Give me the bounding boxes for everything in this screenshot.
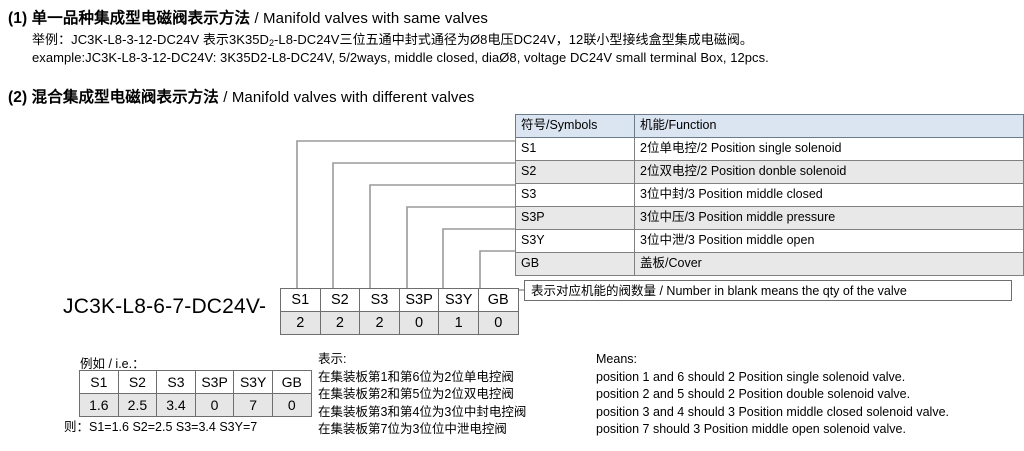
model-value-cell: 2 bbox=[319, 311, 361, 335]
symbol-cell: S3 bbox=[515, 183, 635, 207]
symbols-table-row: S3 3位中封/3 Position middle closed bbox=[515, 183, 1024, 207]
explanation-cn-line: 在集装板第7位为3位位中泄电控阀 bbox=[318, 422, 507, 436]
model-value-cell: 0 bbox=[477, 311, 519, 335]
symbols-table-row: S2 2位双电控/2 Position donble solenoid bbox=[515, 160, 1024, 184]
leader-s1 bbox=[296, 140, 516, 288]
explanation-cn-block: 表示: 在集装板第1和第6位为2位单电控阀 在集装板第2和第5位为2位双电控阀 … bbox=[318, 351, 526, 439]
explanation-en-block: Means: position 1 and 6 should 2 Positio… bbox=[596, 351, 949, 439]
function-cell: 3位中封/3 Position middle closed bbox=[634, 183, 1024, 207]
example-conclusion: 则：S1=1.6 S2=2.5 S3=3.4 S3Y=7 bbox=[64, 420, 258, 434]
section-2-heading: (2) 混合集成型电磁阀表示方法 / Manifold valves with … bbox=[8, 85, 475, 107]
explanation-en-line: position 3 and 4 should 3 Position middl… bbox=[596, 404, 950, 419]
example-value-cell: 3.4 bbox=[156, 393, 196, 417]
function-cell: 盖板/Cover bbox=[634, 252, 1024, 276]
explanation-cn-line: 在集装板第2和第5位为2位双电控阀 bbox=[318, 387, 514, 401]
section-1-heading-en: / Manifold valves with same valves bbox=[254, 10, 488, 27]
model-symbol-cell: S3 bbox=[359, 288, 400, 312]
leader-s2 bbox=[332, 162, 516, 288]
explanation-en-line: position 7 should 3 Position middle open… bbox=[596, 422, 906, 436]
symbol-cell: S2 bbox=[515, 160, 635, 184]
symbols-table-header-row: 符号/Symbols 机能/Function bbox=[515, 114, 1024, 138]
symbols-function-table: 符号/Symbols 机能/Function S1 2位单电控/2 Positi… bbox=[515, 114, 1024, 276]
example-value-cell: 1.6 bbox=[79, 393, 119, 417]
quantity-callout-box: 表示对应机能的阀数量 / Number in blank means the q… bbox=[524, 280, 1012, 301]
example-value-cell: 0 bbox=[271, 393, 312, 417]
symbols-header-symbol: 符号/Symbols bbox=[515, 114, 635, 138]
model-code-table: S1 S2 S3 S3P S3Y GB 2 2 2 0 1 0 bbox=[280, 288, 519, 335]
explanation-cn-line: 在集装板第3和第4位为3位中封电控阀 bbox=[318, 404, 527, 419]
function-cell: 3位中压/3 Position middle pressure bbox=[634, 206, 1024, 230]
model-symbol-cell: S2 bbox=[319, 288, 361, 312]
example-cn-pre: 举例：JC3K-L8-3-12-DC24V 表示3K35D bbox=[32, 32, 269, 47]
section-2-heading-cn: 混合集成型电磁阀表示方法 bbox=[31, 89, 219, 106]
symbols-table-row: S3Y 3位中泄/3 Position middle open bbox=[515, 229, 1024, 253]
model-code-symbol-row: S1 S2 S3 S3P S3Y GB bbox=[280, 288, 519, 312]
symbol-cell: GB bbox=[515, 252, 635, 276]
example-value-cell: 0 bbox=[194, 393, 235, 417]
explanation-cn-line: 在集装板第1和第6位为2位单电控阀 bbox=[318, 369, 514, 384]
symbol-cell: S1 bbox=[515, 137, 635, 161]
explanation-en-line: position 1 and 6 should 2 Position singl… bbox=[596, 369, 906, 384]
example-value-row: 1.6 2.5 3.4 0 7 0 bbox=[79, 393, 312, 417]
model-symbol-cell: S3Y bbox=[438, 288, 479, 312]
example-symbol-row: S1 S2 S3 S3P S3Y GB bbox=[79, 370, 312, 394]
section-2-number: (2) bbox=[8, 89, 28, 106]
example-symbol-cell: S2 bbox=[117, 370, 158, 394]
symbol-cell: S3Y bbox=[515, 229, 635, 253]
example-cn-subscript: 2 bbox=[268, 38, 275, 48]
section-1-example-en: example:JC3K-L8-3-12-DC24V: 3K35D2-L8-DC… bbox=[32, 50, 769, 65]
symbol-cell: S3P bbox=[515, 206, 635, 230]
explanation-en-title: Means: bbox=[596, 352, 637, 366]
example-symbol-cell: S3Y bbox=[233, 370, 273, 394]
symbols-table-row: GB 盖板/Cover bbox=[515, 252, 1024, 276]
model-symbol-cell: GB bbox=[477, 288, 519, 312]
model-value-cell: 0 bbox=[398, 311, 440, 335]
section-2-heading-en: / Manifold valves with different valves bbox=[223, 89, 475, 106]
model-designation-text: JC3K-L8-6-7-DC24V- bbox=[63, 295, 267, 318]
section-1-example-cn: 举例：JC3K-L8-3-12-DC24V 表示3K35D2-L8-DC24V三… bbox=[32, 29, 753, 48]
function-cell: 2位双电控/2 Position donble solenoid bbox=[634, 160, 1024, 184]
explanation-en-line: position 2 and 5 should 2 Position doubl… bbox=[596, 387, 911, 401]
leader-s3y bbox=[442, 228, 516, 288]
example-code-table: S1 S2 S3 S3P S3Y GB 1.6 2.5 3.4 0 7 0 bbox=[79, 370, 312, 417]
leader-gb bbox=[479, 250, 516, 288]
explanation-cn-title: 表示: bbox=[318, 352, 347, 366]
example-symbol-cell: S1 bbox=[79, 370, 119, 394]
leader-s3p bbox=[406, 206, 516, 288]
model-value-cell: 2 bbox=[280, 311, 321, 335]
example-value-cell: 2.5 bbox=[117, 393, 158, 417]
symbols-table-row: S1 2位单电控/2 Position single solenoid bbox=[515, 137, 1024, 161]
model-value-cell: 1 bbox=[438, 311, 479, 335]
model-code-value-row: 2 2 2 0 1 0 bbox=[280, 311, 519, 335]
symbols-table-row: S3P 3位中压/3 Position middle pressure bbox=[515, 206, 1024, 230]
model-value-cell: 2 bbox=[359, 311, 400, 335]
example-label: 例如 / i.e.： bbox=[80, 357, 145, 371]
symbols-header-function: 机能/Function bbox=[634, 114, 1024, 138]
example-symbol-cell: S3 bbox=[156, 370, 196, 394]
section-1-heading-cn: 单一品种集成型电磁阀表示方法 bbox=[31, 10, 251, 27]
model-symbol-cell: S3P bbox=[398, 288, 440, 312]
function-cell: 2位单电控/2 Position single solenoid bbox=[634, 137, 1024, 161]
example-symbol-cell: GB bbox=[271, 370, 312, 394]
section-1-heading: (1) 单一品种集成型电磁阀表示方法 / Manifold valves wit… bbox=[8, 6, 488, 28]
example-cn-post: -L8-DC24V三位五通中封式通径为Ø8电压DC24V，12联小型接线盒型集成… bbox=[274, 32, 753, 47]
leader-s3 bbox=[369, 184, 516, 288]
section-1-number: (1) bbox=[8, 10, 28, 27]
function-cell: 3位中泄/3 Position middle open bbox=[634, 229, 1024, 253]
example-value-cell: 7 bbox=[233, 393, 273, 417]
model-symbol-cell: S1 bbox=[280, 288, 321, 312]
example-symbol-cell: S3P bbox=[194, 370, 235, 394]
